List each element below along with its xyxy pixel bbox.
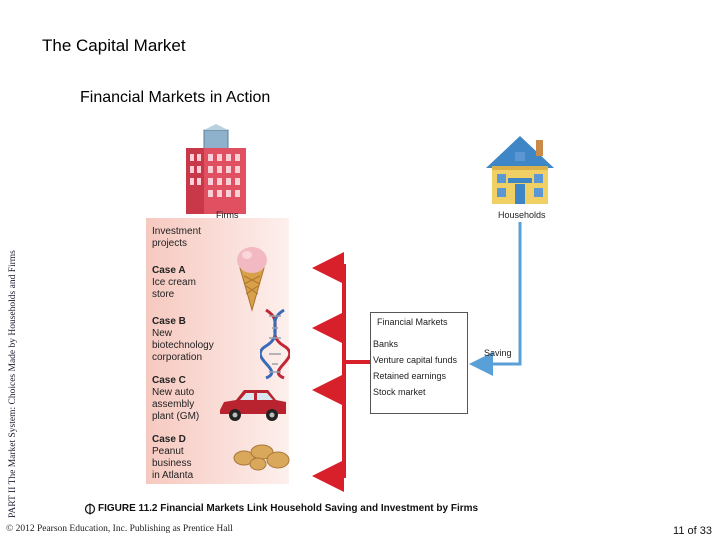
case-d-text: Peanut business in Atlanta bbox=[152, 446, 194, 481]
side-label-text: PART II The Market System: Choices Made … bbox=[8, 250, 18, 518]
case-d-head: Case D bbox=[152, 434, 186, 445]
case-a-head: Case A bbox=[152, 265, 186, 276]
car-icon bbox=[220, 390, 286, 421]
case-b-text: New biotechnology corporation bbox=[152, 328, 214, 363]
slide-title: The Capital Market bbox=[42, 36, 186, 55]
page-number: 11 of 33 bbox=[673, 525, 712, 537]
fm-item-banks: Banks bbox=[373, 339, 399, 349]
part-side-label: PART II The Market System: Choices Made … bbox=[8, 250, 18, 518]
households-label: Households bbox=[498, 210, 546, 220]
financial-markets-title: Financial Markets bbox=[377, 317, 448, 327]
case-a-text: Ice cream store bbox=[152, 277, 196, 300]
saving-label: Saving bbox=[484, 348, 512, 358]
web-link-icon[interactable] bbox=[84, 503, 96, 515]
firms-building-icon bbox=[186, 124, 246, 214]
household-house-icon bbox=[486, 136, 554, 204]
saving-arrow bbox=[469, 222, 522, 376]
fm-item-venture-capital: Venture capital funds bbox=[373, 355, 458, 365]
ice-cream-icon bbox=[237, 247, 267, 312]
slide-subtitle: Financial Markets in Action bbox=[80, 89, 271, 106]
case-c-text: New auto assembly plant (GM) bbox=[152, 387, 200, 422]
copyright-notice: © 2012 Pearson Education, Inc. Publishin… bbox=[6, 524, 233, 534]
investment-arrows bbox=[312, 252, 370, 492]
financial-markets-box: Financial Markets Banks Venture capital … bbox=[370, 312, 468, 414]
investment-projects-panel: Investment projects Case A Ice cream sto… bbox=[146, 218, 290, 484]
investment-projects-heading: Investment projects bbox=[152, 226, 201, 249]
fm-item-stock-market: Stock market bbox=[373, 387, 426, 397]
case-c-head: Case C bbox=[152, 375, 186, 386]
case-b-head: Case B bbox=[152, 316, 186, 327]
firms-label: Firms bbox=[216, 210, 239, 220]
dna-icon bbox=[260, 308, 290, 380]
peanut-icon bbox=[233, 444, 290, 471]
fm-item-retained-earnings: Retained earnings bbox=[373, 371, 447, 381]
figure-caption: FIGURE 11.2 Financial Markets Link House… bbox=[98, 503, 479, 514]
